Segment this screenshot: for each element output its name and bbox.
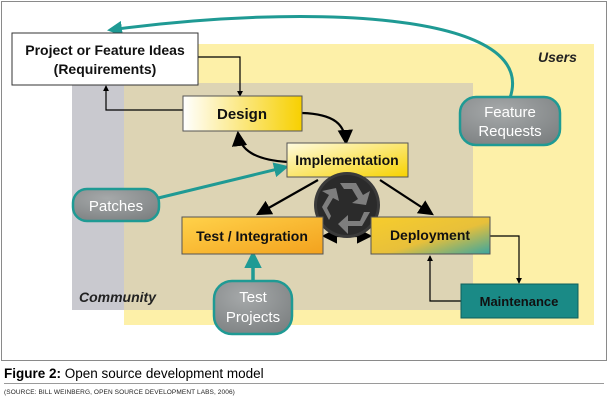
users-label: Users bbox=[538, 49, 577, 65]
design-to-ideas-arrow bbox=[103, 85, 183, 111]
feature-requests-bubble bbox=[458, 95, 562, 147]
figure-source: (SOURCE: BILL WEINBERG, OPEN SOURCE DEVE… bbox=[4, 389, 235, 396]
test-projects-label-line1: Test bbox=[239, 289, 267, 306]
implementation-to-design-arrow bbox=[231, 130, 289, 164]
test-projects-label-line2: Projects bbox=[226, 309, 280, 326]
design-to-implementation-arrow bbox=[301, 111, 353, 146]
test-integration-label: Test / Integration bbox=[196, 228, 308, 244]
patches-arrow bbox=[149, 162, 289, 202]
ideas-box bbox=[11, 32, 199, 86]
patches-label: Patches bbox=[89, 198, 143, 215]
implementation-to-deployment-arrow bbox=[379, 179, 434, 216]
ideas-label-line2: (Requirements) bbox=[54, 61, 157, 77]
implementation-to-test-arrow bbox=[255, 179, 319, 216]
implementation-box bbox=[286, 142, 409, 178]
recycle-icon bbox=[314, 172, 380, 238]
maintenance-label: Maintenance bbox=[480, 294, 559, 309]
ideas-to-design-arrow bbox=[198, 56, 243, 97]
feature-request-feedback-arrow bbox=[107, 15, 514, 99]
deployment-to-maintenance-arrow bbox=[490, 235, 522, 284]
figure-caption-label: Figure 2: bbox=[4, 366, 62, 381]
maintenance-to-deployment-arrow bbox=[427, 255, 461, 302]
deployment-label: Deployment bbox=[390, 227, 470, 243]
ideas-label-line1: Project or Feature Ideas bbox=[25, 42, 185, 58]
diagram-canvas: Users Community Project or Feature Ideas… bbox=[11, 15, 594, 336]
implementation-label: Implementation bbox=[295, 152, 398, 168]
test-projects-bubble bbox=[212, 279, 294, 336]
community-label: Community bbox=[79, 289, 157, 305]
design-box bbox=[182, 95, 303, 132]
test-integration-box bbox=[181, 216, 324, 255]
maintenance-box bbox=[460, 283, 579, 319]
figure-caption-text: Open source development model bbox=[61, 366, 264, 381]
patches-bubble bbox=[71, 187, 161, 223]
design-label: Design bbox=[217, 106, 267, 123]
deployment-box bbox=[370, 216, 491, 255]
feature-requests-label-line1: Feature bbox=[484, 104, 536, 121]
figure-caption: Figure 2: Open source development model bbox=[4, 366, 264, 381]
feature-requests-label-line2: Requests bbox=[478, 123, 541, 140]
caption-divider bbox=[4, 383, 604, 384]
